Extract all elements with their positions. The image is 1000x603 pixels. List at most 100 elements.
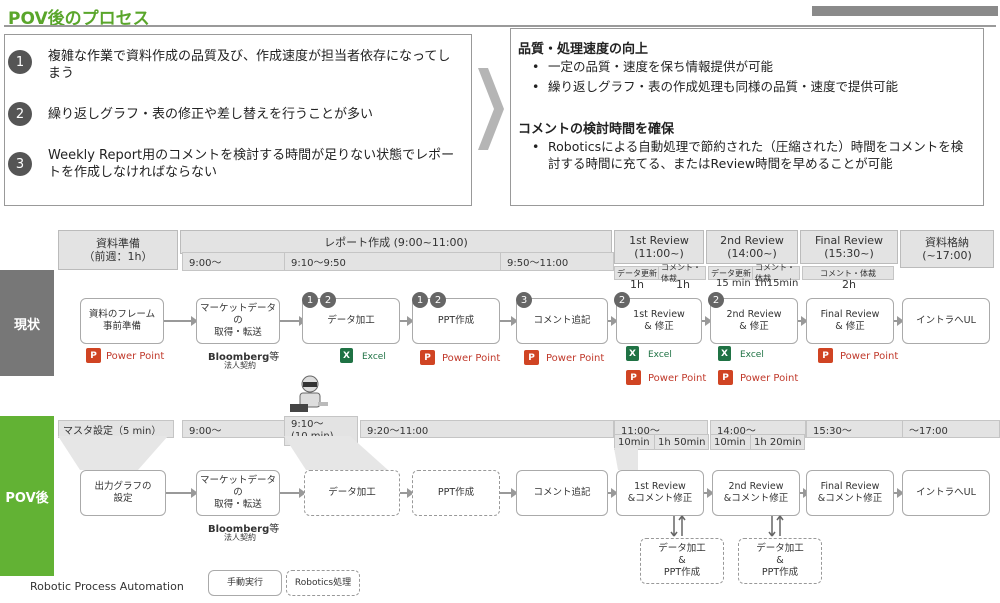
benefit-text: 一定の品質・速度を保ち情報提供が可能	[548, 59, 774, 74]
step-number-2: 2	[430, 292, 446, 308]
current-time: 9:00～	[182, 252, 286, 271]
proc-label: PPT作成	[437, 487, 475, 498]
phase-report-label: レポート作成 (9:00~11:00)	[324, 235, 468, 249]
pov-proc-robotic: データ加工	[304, 470, 400, 516]
flow-arrow	[164, 316, 198, 326]
proc-label: 2nd Review & 修正	[726, 309, 782, 332]
proc-label: マーケットデータの 取得・転送	[199, 475, 276, 510]
proc-label: 資料のフレーム 事前準備	[88, 309, 156, 332]
app-label: Power Point	[442, 353, 501, 364]
current-time-label: 9:10～9:50	[291, 258, 346, 269]
phase-first-review-label: 1st Review (11:00~)	[629, 234, 689, 260]
problems-box	[4, 34, 472, 206]
proc-label: マーケットデータの 取得・転送	[199, 303, 276, 338]
section-pov-label: POV後	[5, 490, 49, 506]
problem-number: 2	[8, 102, 32, 126]
current-proc: Final Review & 修正	[806, 298, 894, 344]
flow-arrow	[704, 488, 714, 498]
bloomberg-suffix: 等	[269, 524, 280, 535]
section-pov: POV後	[0, 416, 54, 576]
current-proc: マーケットデータの 取得・転送	[196, 298, 280, 344]
problem-text: 繰り返しグラフ・表の修正や差し替えを行うことが多い	[48, 107, 374, 122]
problem-text: 複雑な作業で資料作成の品質及び、作成速度が担当者依存になってしまう	[48, 49, 451, 81]
benefits-box	[510, 28, 984, 206]
flow-arrow	[400, 488, 414, 498]
current-time-label: 9:00～	[189, 258, 222, 269]
proc-label: Final Review & 修正	[820, 309, 880, 332]
benefit-text: 繰り返しグラフ・表の作成処理も同様の品質・速度で提供可能	[548, 79, 899, 94]
problem-number: 3	[8, 152, 32, 176]
r2-sub: コメント・体裁	[752, 263, 800, 283]
flow-arrow	[702, 316, 712, 326]
current-proc: データ加工	[302, 298, 400, 344]
app-label: Excel	[648, 350, 672, 360]
chevron-right-icon	[478, 68, 504, 150]
pov-proc-robotic: PPT作成	[412, 470, 500, 516]
bloomberg-suffix: 等	[269, 352, 280, 363]
bloomberg-name: Bloomberg	[208, 352, 270, 363]
app-label: Power Point	[648, 373, 707, 384]
r2-sub: データ更新	[708, 266, 754, 280]
flow-arrow	[500, 316, 518, 326]
problem-number: 1	[8, 50, 32, 74]
flow-arrow	[608, 316, 618, 326]
pov-time-label: 9:00～	[189, 425, 222, 437]
current-proc: 資料のフレーム 事前準備	[80, 298, 164, 344]
pov-r2-split-label: 1h 20min	[754, 436, 802, 448]
legend-robotics-label: Robotics処理	[294, 578, 352, 588]
r1-sub-label: コメント・体裁	[661, 263, 701, 283]
r2-duration: 1h15min	[754, 278, 799, 289]
app-label: Power Point	[546, 353, 605, 364]
r2-sub-label: データ更新	[711, 268, 751, 278]
step-number-2: 2	[320, 292, 336, 308]
flow-arrow	[798, 316, 808, 326]
pov-r1-split-label: 1h 50min	[658, 436, 706, 448]
pov-proc: コメント追記	[516, 470, 608, 516]
pov-time-label: 14:00～	[717, 425, 756, 437]
r1-duration: 1h	[676, 278, 690, 291]
pov-proc: イントラへUL	[902, 470, 990, 516]
pov-time-label: ～17:00	[909, 425, 948, 437]
pov-time: 15:30～	[806, 420, 904, 438]
current-time: 9:50～11:00	[500, 252, 614, 271]
pov-proc: 2nd Review &コメント修正	[712, 470, 800, 516]
step-number-2: 2	[708, 292, 724, 308]
fr-sub: コメント・体裁	[802, 266, 894, 280]
benefit-bullet: •	[532, 139, 540, 154]
fr-sub-label: コメント・体裁	[820, 268, 876, 278]
phase-archive: 資料格納 (~17:00)	[900, 230, 994, 268]
timeline-funnel-shading	[58, 436, 638, 470]
bidirectional-arrow-icon	[768, 515, 784, 537]
current-proc: イントラへUL	[902, 298, 990, 344]
proc-label: 1st Review &コメント修正	[627, 481, 693, 504]
step-number-1: 1	[302, 292, 318, 308]
app-label: Excel	[740, 350, 764, 360]
proc-label: 2nd Review &コメント修正	[723, 481, 789, 504]
excel-icon: X	[718, 346, 731, 361]
app-label: Power Point	[106, 351, 165, 362]
pov-r1-split-label: 10min	[618, 436, 650, 448]
bloomberg-label: Bloomberg等	[208, 520, 279, 535]
step-number-1: 1	[412, 292, 428, 308]
flow-arrow	[894, 316, 904, 326]
robot-icon	[290, 375, 328, 412]
benefit-bullet: •	[532, 59, 540, 74]
phase-report: レポート作成 (9:00~11:00)	[180, 230, 612, 254]
legend-manual: 手動実行	[208, 570, 282, 596]
current-proc: PPT作成	[412, 298, 500, 344]
flow-arrow	[280, 316, 306, 326]
powerpoint-icon: P	[420, 350, 435, 365]
benefit-title: 品質・処理速度の向上	[518, 42, 649, 57]
pov-proc: 出力グラフの 設定	[80, 470, 166, 516]
bloomberg-label: Bloomberg等	[208, 348, 279, 363]
title-accent-bar	[812, 6, 998, 16]
phase-first-review: 1st Review (11:00~)	[614, 230, 704, 264]
pov-proc: 1st Review &コメント修正	[616, 470, 704, 516]
benefit-text: Roboticsによる自動処理で節約された（圧縮された）時間をコメントを検討する…	[548, 139, 964, 171]
pov-time-label: 9:20～11:00	[367, 425, 429, 437]
legend-robotics: Robotics処理	[286, 570, 360, 596]
robot-task-box: データ加工 & PPT作成	[738, 538, 822, 584]
robot-task-label: データ加工 & PPT作成	[658, 543, 706, 578]
robot-task-label: データ加工 & PPT作成	[756, 543, 804, 578]
powerpoint-icon: P	[86, 348, 101, 363]
